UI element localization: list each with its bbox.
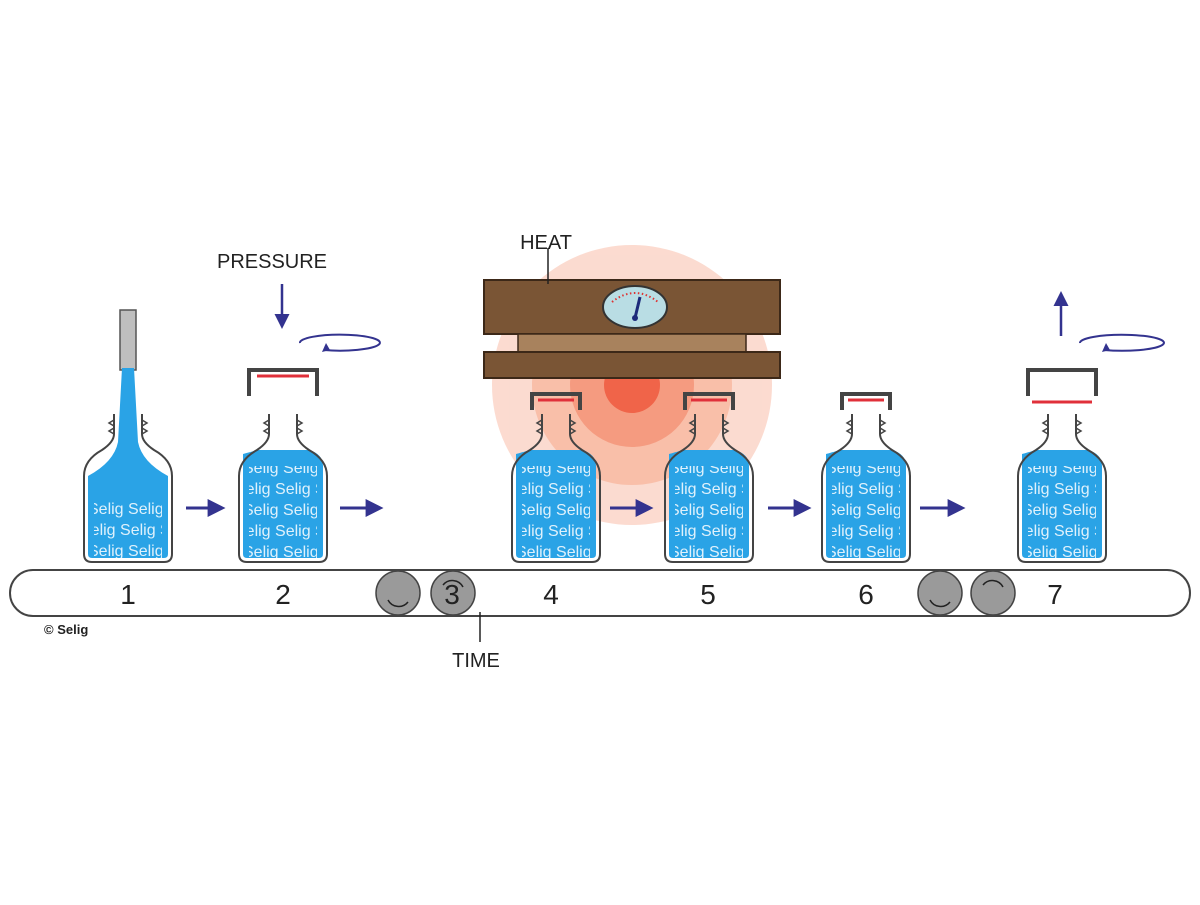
bottle: Selig Selig Selig Selig Selig Selig Seli…: [508, 392, 672, 563]
watermark-text: Selig Selig Selig Selig: [669, 502, 825, 519]
step-number: 3: [444, 579, 460, 610]
bottle-watermark: Selig Selig Selig Selig Selig Selig Seli…: [235, 460, 399, 561]
bottle-watermark: Selig Selig Selig Selig Selig Selig Seli…: [1014, 460, 1178, 561]
rollers: [375, 570, 1016, 616]
watermark-text: Selig Selig Selig Selig: [516, 460, 672, 477]
rotate-cap-off-icon: [1079, 333, 1165, 352]
watermark-text: Selig Selig Selig Selig: [235, 481, 391, 498]
bottle-outline: [1017, 414, 1107, 563]
pressure-label: PRESSURE: [217, 251, 327, 273]
watermark-text: Selig Selig Selig Selig: [1022, 502, 1178, 519]
bottle: Selig Selig Selig Selig Selig Selig Seli…: [235, 368, 399, 563]
bottle-watermark: Selig Selig Selig Selig Selig Selig Seli…: [80, 501, 244, 560]
bottles: Selig Selig Selig Selig Selig Selig Seli…: [80, 309, 1178, 563]
bottle-outline: [238, 414, 328, 563]
watermark-text: Selig Selig Selig Selig: [818, 481, 974, 498]
watermark-text: Selig Selig Selig Selig: [818, 523, 974, 540]
filling-nozzle: [119, 309, 137, 371]
watermark-text: Selig Selig Selig Selig: [88, 543, 244, 560]
watermark-text: Selig Selig Selig Selig: [80, 522, 236, 539]
bottle-outline: [664, 414, 754, 563]
liquid: [669, 450, 749, 558]
bottle-outline: [511, 414, 601, 563]
watermark-text: Selig Selig Selig Selig: [1022, 460, 1178, 477]
bottle-watermark: Selig Selig Selig Selig Selig Selig Seli…: [818, 460, 982, 561]
roller-icon: [375, 570, 421, 616]
watermark-text: Selig Selig Selig Selig: [826, 502, 982, 519]
watermark-text: Selig Selig Selig Selig: [661, 523, 817, 540]
watermark-text: Selig Selig Selig Selig: [661, 481, 817, 498]
rotate-cap-on-icon: [298, 333, 381, 352]
gauge-icon: [602, 285, 668, 329]
liquid: [1022, 450, 1102, 558]
watermark-text: Selig Selig Selig Selig: [826, 460, 982, 477]
watermark-text: Selig Selig Selig Selig: [88, 501, 244, 518]
liquid: [243, 450, 323, 558]
bottle-outline: [83, 414, 173, 563]
watermark-text: Selig Selig Selig Selig: [243, 502, 399, 519]
watermark-text: Selig Selig Selig Selig: [669, 460, 825, 477]
time-label: TIME: [452, 650, 500, 672]
copyright-credit: © Selig: [44, 622, 88, 637]
bottle-cap: [840, 392, 892, 410]
step-number: 6: [858, 579, 874, 610]
watermark-text: Selig Selig Selig Selig: [516, 502, 672, 519]
bottle: Selig Selig Selig Selig Selig Selig Seli…: [1014, 368, 1178, 563]
liquid: [516, 450, 596, 558]
bottle: Selig Selig Selig Selig Selig Selig Seli…: [818, 392, 982, 563]
bottle-watermark: Selig Selig Selig Selig Selig Selig Seli…: [661, 460, 825, 561]
bottle-cap: [247, 368, 319, 396]
roller-icon: [970, 570, 1016, 616]
watermark-text: Selig Selig Selig Selig: [243, 544, 399, 561]
bottle-cap: [1026, 368, 1098, 396]
watermark-text: Selig Selig Selig Selig: [669, 544, 825, 561]
heat-label: HEAT: [520, 232, 572, 254]
watermark-text: Selig Selig Selig Selig: [508, 481, 664, 498]
liquid: [826, 450, 906, 558]
step-number: 1: [120, 579, 136, 610]
bottle: Selig Selig Selig Selig Selig Selig Seli…: [80, 309, 244, 563]
conveyor-belt: [9, 569, 1191, 617]
step-number: 2: [275, 579, 291, 610]
step-number: 7: [1047, 579, 1063, 610]
bottle-watermark: Selig Selig Selig Selig Selig Selig Seli…: [508, 460, 672, 561]
bottle-outline: [821, 414, 911, 563]
roller-icon: [917, 570, 963, 616]
liquid: [88, 368, 168, 558]
watermark-text: Selig Selig Selig Selig: [516, 544, 672, 561]
watermark-text: Selig Selig Selig Selig: [1014, 481, 1170, 498]
watermark-text: Selig Selig Selig Selig: [508, 523, 664, 540]
bottle: Selig Selig Selig Selig Selig Selig Seli…: [661, 392, 825, 563]
bottle-cap: [530, 392, 582, 410]
induction-heater: [483, 279, 781, 379]
watermark-text: Selig Selig Selig Selig: [826, 544, 982, 561]
watermark-text: Selig Selig Selig Selig: [1022, 544, 1178, 561]
roller-icon: [430, 570, 476, 616]
step-number: 4: [543, 579, 559, 610]
watermark-text: Selig Selig Selig Selig: [235, 523, 391, 540]
watermark-text: Selig Selig Selig Selig: [243, 460, 399, 477]
step-numbers: 1 2 3 4 5 6 7: [120, 579, 1063, 610]
step-number: 5: [700, 579, 716, 610]
bottle-cap: [683, 392, 735, 410]
watermark-text: Selig Selig Selig Selig: [1014, 523, 1170, 540]
